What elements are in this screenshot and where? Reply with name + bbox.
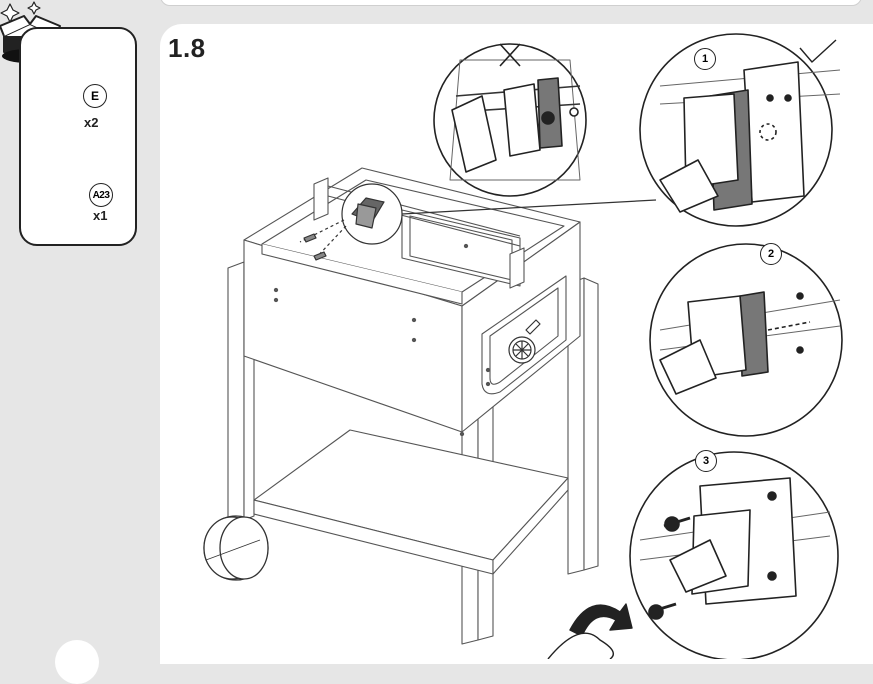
callout-2: 2 [760,243,782,265]
temperature-knob [508,319,541,364]
callout-1: 1 [694,48,716,70]
check-mark-icon [799,39,837,63]
callout-3: 3 [695,450,717,472]
grill-cart-frame [227,167,599,645]
detail-marker [299,183,657,261]
part-e-badge: E [83,84,107,108]
cross-mark-icon [499,43,521,67]
part-e-quantity: x2 [84,115,99,130]
step-2-detail [649,243,843,437]
step-number: 1.8 [168,33,206,63]
part-a23-badge: A23 [89,183,113,207]
rotate-arrow-icon [547,603,633,659]
parts-list-card [19,27,137,246]
part-a23-quantity: x1 [93,208,108,223]
cart-wheel [203,515,269,581]
step-3-detail [629,451,839,659]
assembly-illustration [0,1,843,659]
wrong-orientation-detail [433,43,587,197]
step-1-detail [639,33,841,227]
